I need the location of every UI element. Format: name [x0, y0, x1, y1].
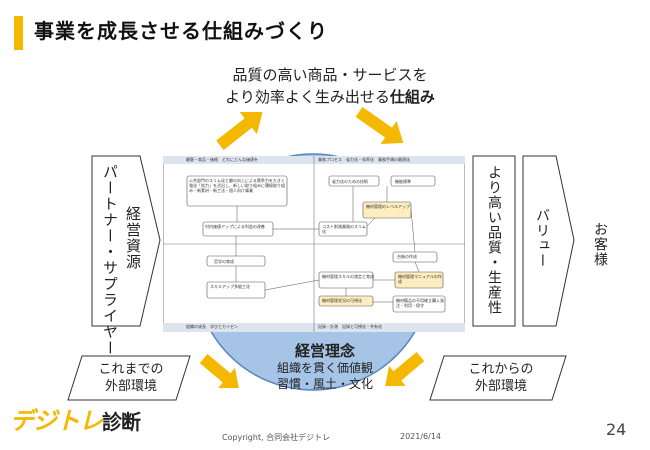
caption-line-2: より効率よく生み出せる仕組み — [150, 86, 510, 108]
node-n11-label: 機材管理マニュアルの作成 — [398, 274, 442, 284]
philosophy-line-2: 習慣・風土・文化 — [276, 377, 373, 391]
strategy-map — [163, 156, 465, 332]
right-box-quality: より高い品質・生産性 — [486, 165, 502, 315]
env-left-line-1: これまでの — [98, 362, 164, 377]
node-n7-label: 機材管理のレベルアップ — [366, 204, 410, 209]
left-box-resources: 経営資源 — [124, 206, 142, 270]
node-n4-label: スキルアップ多能工化 — [210, 284, 250, 289]
env-right-line-1: これからの — [468, 362, 534, 377]
customer-label: お客様 — [592, 222, 608, 267]
left-resource-box — [91, 155, 161, 327]
env-left-text: これまでの 外部環境 — [76, 361, 186, 395]
node-n13-label: 機材備品の不用確立購入発注・利用・保守 — [396, 298, 444, 308]
caption-line-2-prefix: より効率よく生み出せる — [225, 88, 390, 106]
footer-date: 2021/6/14 — [400, 432, 442, 441]
right-box-value: バリュー — [534, 208, 550, 268]
node-n12-label: 機材管理状況の可視化 — [322, 298, 362, 303]
footer-copyright: Copyright, 合同会社デジトレ — [222, 433, 331, 442]
page-title: 事業を成長させる仕組みづくり — [34, 19, 328, 43]
right-value-box — [522, 155, 575, 327]
node-n3-label: 哲学の育成 — [214, 259, 234, 264]
philosophy-title: 経営理念 — [294, 342, 355, 360]
caption-line-2-bold: 仕組み — [389, 88, 435, 106]
top-caption: 品質の高い商品・サービスを より効率よく生み出せる仕組み — [150, 64, 510, 108]
quadrant-bottom-right-label: 記録・計測 記録と可視化・共有化 — [318, 324, 382, 329]
title-accent-bar — [14, 16, 23, 50]
env-right-box — [429, 355, 567, 401]
arrow-bottom-right — [385, 351, 425, 387]
left-box-partners: パートナー・サプライヤー — [101, 164, 119, 356]
right-quality-box — [472, 155, 516, 327]
env-left-box — [67, 355, 191, 401]
page-number: 24 — [606, 420, 627, 439]
node-n5-label: 省力化のための技術 — [332, 179, 368, 184]
arrow-top-right — [355, 107, 404, 145]
arrow-top-left — [216, 111, 263, 150]
logo-sub: 診断 — [102, 410, 141, 434]
node-n2-label: 村内価値アップによる利益の改善 — [205, 224, 265, 229]
philosophy-text: 組織を貫く価値観 習慣・風土・文化 — [230, 360, 420, 392]
node-n6 — [390, 175, 436, 187]
quadrant-top-left-label: 顧客・商品・価格 どれにどんな価値を — [186, 157, 258, 162]
arrow-bottom-left — [199, 353, 239, 389]
env-right-line-2: 外部環境 — [474, 379, 527, 394]
quadrant-top-right-label: 業務プロセス 省力化・効率化 業務手順の最適化 — [318, 157, 410, 162]
node-n10-label: 機材管理スキルの測定と育成 — [322, 274, 374, 279]
node-n13 — [392, 295, 446, 313]
quadrant-bottom-left-label: 組織の成長 学びとカイゼン — [186, 324, 238, 329]
node-n6-label: 機能標準 — [395, 179, 411, 184]
logo-main: デジトレ — [10, 407, 103, 435]
node-n8-label: コスト削減業務のスリム化 — [322, 224, 366, 234]
env-left-line-2: 外部環境 — [104, 379, 157, 394]
node-n5 — [328, 175, 380, 187]
caption-line-1: 品質の高い商品・サービスを — [232, 66, 428, 84]
philosophy-line-1: 組織を貫く価値観 — [276, 361, 373, 375]
company-logo: デジトレ診断 — [10, 401, 141, 436]
node-n1-label: 公共部門のスリム化と顧の向上による競争力を大きく強化「効力」を活出し、新しい取り… — [189, 178, 285, 193]
env-right-text: これからの 外部環境 — [440, 361, 562, 395]
node-n9-label: 台帳の作成 — [397, 254, 417, 259]
